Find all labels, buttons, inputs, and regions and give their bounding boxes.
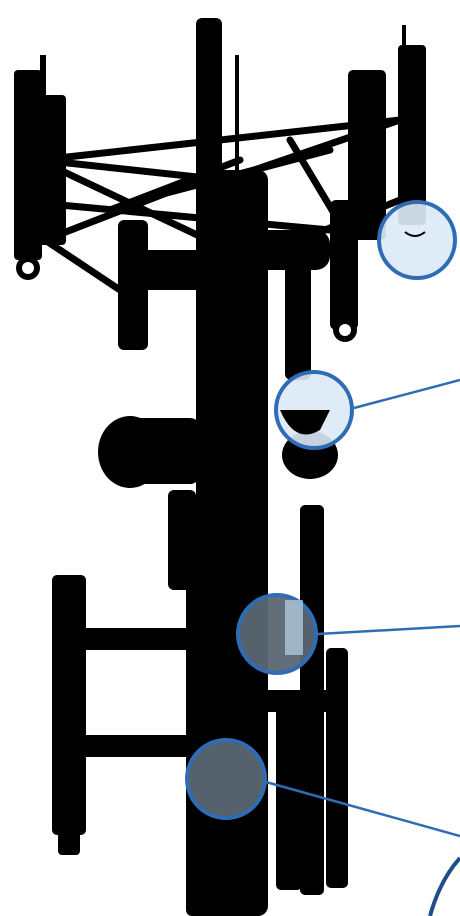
callout-circles xyxy=(185,200,457,820)
callout-3 xyxy=(236,593,318,675)
leader-line-3 xyxy=(317,624,460,636)
lower-right-antenna-panel-2 xyxy=(326,648,348,888)
mid-left-bracket xyxy=(118,220,148,350)
leader-lines xyxy=(265,378,460,916)
upper-left-antenna-panel-2 xyxy=(34,95,66,245)
lower-left-arm-upper xyxy=(80,628,200,650)
callout-1 xyxy=(377,200,457,280)
lower-right-panel-3 xyxy=(276,700,302,890)
upper-right-hanger xyxy=(330,200,358,330)
upper-right-antenna-panel xyxy=(348,70,386,240)
mid-right-drop xyxy=(285,260,311,380)
lower-right-arm xyxy=(240,690,340,712)
upper-right-antenna-panel-2 xyxy=(398,45,426,225)
lower-left-antenna-panel xyxy=(52,575,86,835)
callout-4 xyxy=(185,738,267,820)
leader-line-4 xyxy=(265,780,460,838)
top-rod-center xyxy=(235,55,239,185)
lower-left-foot xyxy=(58,820,80,855)
corner-arc xyxy=(428,856,460,916)
upper-left-antenna-rod xyxy=(40,55,46,105)
lower-left-arm-lower xyxy=(80,735,200,757)
mid-cable-bundle xyxy=(168,490,196,590)
mid-right-arm xyxy=(250,230,330,270)
tower-silhouette xyxy=(14,18,426,916)
leader-line-2 xyxy=(353,378,460,410)
mid-left-arm xyxy=(140,250,210,290)
microwave-dish-body xyxy=(130,418,200,484)
